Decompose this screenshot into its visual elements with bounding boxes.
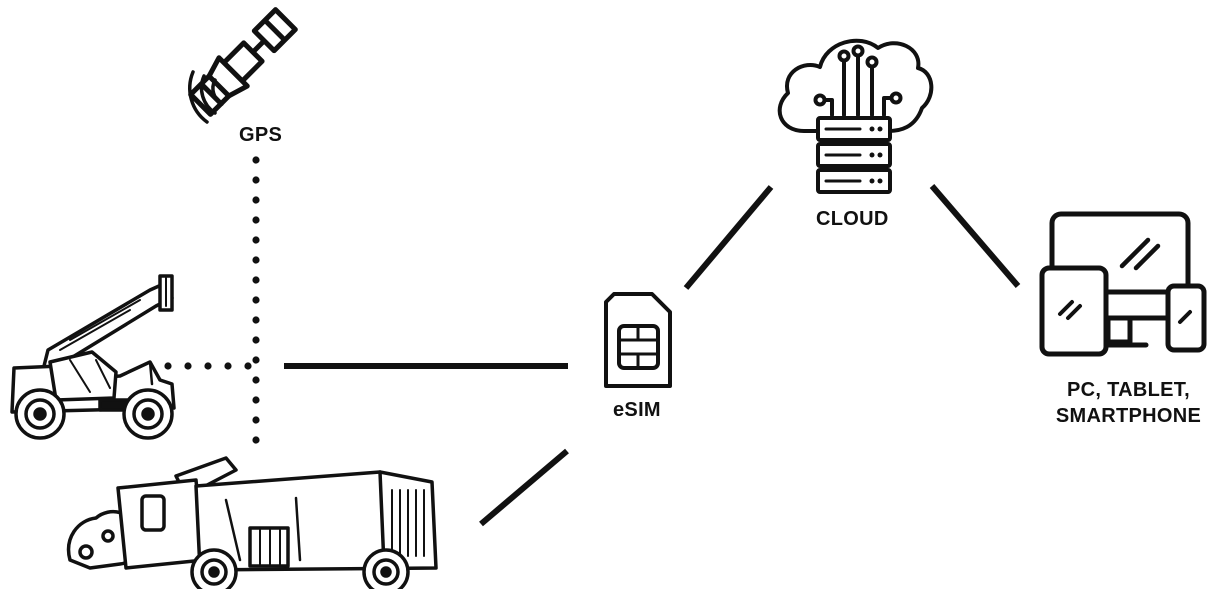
telehandler-icon bbox=[10, 274, 176, 440]
telehandler-dot bbox=[164, 362, 172, 370]
gps-dot bbox=[252, 416, 260, 424]
telehandler-dot bbox=[244, 362, 252, 370]
gps-vertical-dots bbox=[252, 156, 260, 444]
connector-lines bbox=[284, 184, 1021, 527]
satellite-signal-icon bbox=[188, 70, 224, 124]
feed-mixer-truck-icon bbox=[66, 456, 438, 589]
gps-dotted-lines bbox=[164, 156, 260, 444]
cloud-label: CLOUD bbox=[816, 208, 889, 230]
sim-card-icon bbox=[604, 292, 672, 388]
satellite-icon bbox=[188, 7, 298, 117]
devices-label: PC, TABLET, SMARTPHONE bbox=[1055, 379, 1202, 427]
telehandler-dot bbox=[224, 362, 232, 370]
esim-to-cloud-line bbox=[683, 185, 774, 290]
cloud-to-devices-line bbox=[929, 184, 1021, 288]
gps-dot bbox=[252, 276, 260, 284]
devices-icon bbox=[1039, 211, 1207, 357]
gps-label: GPS bbox=[239, 124, 283, 146]
telehandler-dot bbox=[204, 362, 212, 370]
gps-dot bbox=[252, 296, 260, 304]
telehandler-horizontal-dots bbox=[164, 362, 252, 370]
gps-dot bbox=[252, 176, 260, 184]
gps-dot bbox=[252, 336, 260, 344]
gps-dot bbox=[252, 436, 260, 444]
gps-dot bbox=[252, 216, 260, 224]
gps-dot bbox=[252, 316, 260, 324]
gps-dot bbox=[252, 256, 260, 264]
esim-label: eSIM bbox=[613, 399, 661, 421]
gps-dot bbox=[252, 236, 260, 244]
gps-dot bbox=[252, 196, 260, 204]
gps-dot bbox=[252, 376, 260, 384]
cloud-server-icon bbox=[777, 38, 934, 194]
mixer-to-esim-line bbox=[479, 448, 569, 527]
gps-dot bbox=[252, 396, 260, 404]
gps-dot bbox=[252, 156, 260, 164]
telehandler-dot bbox=[184, 362, 192, 370]
gps-dot bbox=[252, 356, 260, 364]
